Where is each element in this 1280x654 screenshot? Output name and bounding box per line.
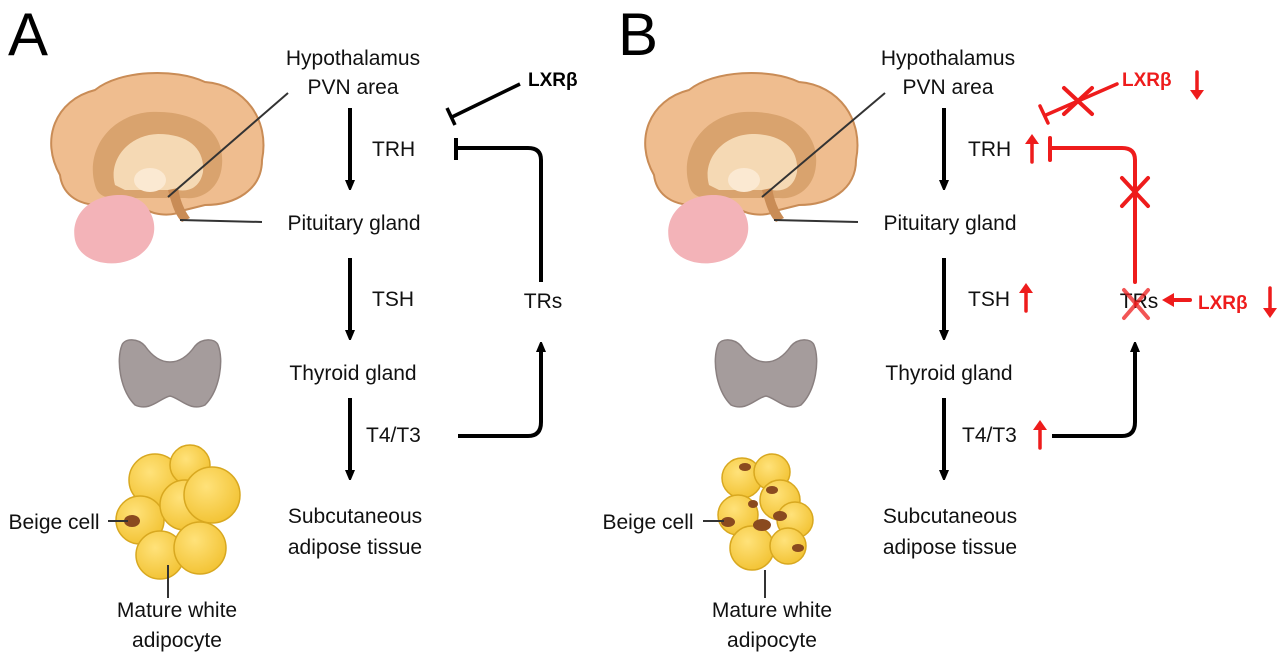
pvn-pointer-line [761,92,886,198]
panel-a: A Hypothalamus PVN area [8,1,578,652]
tsh-label: TSH [968,288,1010,311]
t4t3-label: T4/T3 [366,424,421,447]
trs-feedback-line [1048,146,1137,284]
pvn-pointer-line [167,92,289,198]
t4t3-to-trs-arrow [1052,346,1135,438]
hypothalamus-label: Hypothalamus [286,47,420,70]
pvn-area-label: PVN area [307,76,398,99]
tsh-up-arrow-icon [1019,283,1033,313]
adipocyte-cluster-icon [115,444,241,580]
lxr-side-down-arrow-icon [1263,286,1277,318]
t4t3-up-arrow-icon [1033,420,1047,450]
mature-white-label: Mature white [117,599,237,622]
lxr-inhibition-bar [1038,104,1050,125]
adipocyte-cluster-icon [717,453,814,571]
pituitary-pointer-line [773,219,859,223]
mature-white-label: Mature white [712,599,832,622]
adipocyte-label: adipocyte [727,629,817,652]
trh-label: TRH [968,138,1011,161]
trh-up-arrow-icon [1025,134,1039,164]
thyroid-icon [714,339,818,408]
t4t3-label: T4/T3 [962,424,1017,447]
panel-b: B [602,1,1277,652]
lxr-inhibition-line [451,82,521,119]
pituitary-pointer-line [179,219,263,223]
thyroid-icon [118,339,222,408]
thyroid-label: Thyroid gland [885,362,1012,385]
trh-label: TRH [372,138,415,161]
panel-a-letter: A [8,1,48,68]
hypothalamus-label: Hypothalamus [881,47,1015,70]
beige-cell-cluster-icon [721,463,804,552]
lxr-side-label: LXRβ [1198,293,1248,314]
subcutaneous-label: Subcutaneous [288,505,422,528]
thyroid-label: Thyroid gland [289,362,416,385]
lxr-label: LXRβ [528,70,578,91]
adipose-tissue-label: adipose tissue [288,536,422,559]
subcutaneous-label: Subcutaneous [883,505,1017,528]
pituitary-label: Pituitary gland [883,212,1016,235]
beige-cell-label: Beige cell [602,511,693,534]
pituitary-label: Pituitary gland [287,212,420,235]
lxr-to-trs-arrowhead [1162,293,1174,307]
lxr-inhibition-bar [445,107,457,126]
lxr-top-down-arrow-icon [1190,70,1204,100]
pvn-area-label: PVN area [902,76,993,99]
beige-cell-label: Beige cell [8,511,99,534]
trs-feedback-line [456,146,543,282]
lxr-top-label: LXRβ [1122,70,1172,91]
brain-icon [644,72,859,264]
tsh-label: TSH [372,288,414,311]
beige-cell-icon [124,515,140,527]
panel-b-letter: B [618,1,658,68]
brain-icon [50,72,265,264]
trs-label: TRs [524,290,563,313]
adipose-tissue-label: adipose tissue [883,536,1017,559]
adipocyte-label: adipocyte [132,629,222,652]
t4t3-to-trs-arrow [458,346,541,438]
